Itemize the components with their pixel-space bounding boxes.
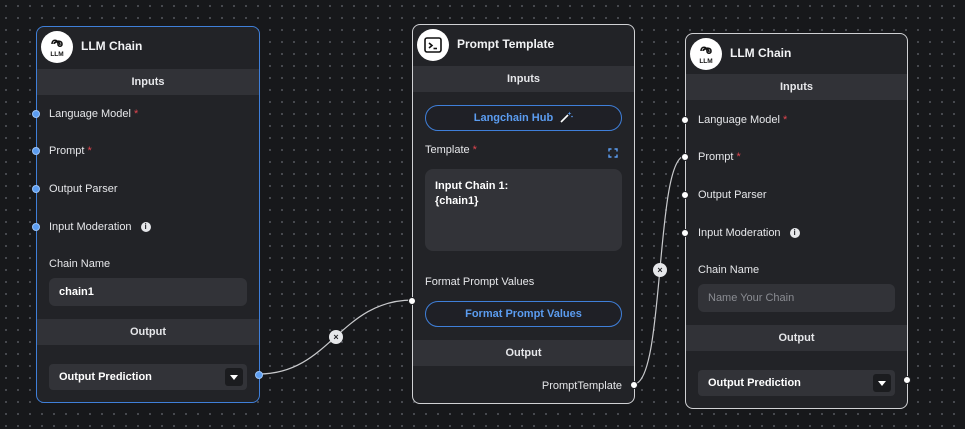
node-title: LLM Chain bbox=[81, 39, 143, 53]
format-prompt-values-label: Format Prompt Values bbox=[425, 276, 535, 288]
chain-name-label: Chain Name bbox=[698, 264, 760, 276]
llm-chain-node-2[interactable]: LLM LLM Chain Inputs Language Model* Pro… bbox=[681, 33, 911, 409]
chevron-down-icon[interactable] bbox=[225, 368, 243, 386]
format-prompt-values-handle[interactable] bbox=[408, 297, 416, 305]
language-model-handle[interactable] bbox=[32, 110, 40, 118]
node-header: Prompt Template bbox=[413, 25, 634, 65]
param-prompt: Prompt* bbox=[49, 145, 92, 157]
llm-chain-icon: LLM bbox=[41, 31, 73, 63]
input-moderation-handle[interactable] bbox=[681, 229, 689, 237]
edge-delete-button[interactable]: × bbox=[653, 263, 667, 277]
prompt-template-node[interactable]: Prompt Template Inputs Langchain Hub Tem… bbox=[408, 24, 638, 404]
language-model-handle[interactable] bbox=[681, 116, 689, 124]
param-language-model: Language Model* bbox=[698, 114, 788, 126]
param-output-parser: Output Parser bbox=[49, 183, 118, 195]
output-select-value: Output Prediction bbox=[59, 371, 152, 383]
prompt-handle[interactable] bbox=[681, 153, 689, 161]
node-header: LLM LLM Chain bbox=[37, 27, 259, 67]
node-title: Prompt Template bbox=[457, 37, 555, 51]
output-section: Output bbox=[686, 325, 907, 351]
chain-name-input[interactable]: Name Your Chain bbox=[698, 284, 895, 312]
terminal-icon bbox=[417, 29, 449, 61]
output-parser-handle[interactable] bbox=[681, 191, 689, 199]
langchain-hub-button[interactable]: Langchain Hub bbox=[425, 105, 622, 131]
chevron-down-icon[interactable] bbox=[873, 374, 891, 392]
chain-name-label: Chain Name bbox=[49, 258, 111, 270]
param-prompt: Prompt* bbox=[698, 151, 741, 163]
svg-text:LLM: LLM bbox=[699, 58, 712, 65]
input-moderation-handle[interactable] bbox=[32, 223, 40, 231]
info-icon[interactable]: i bbox=[789, 228, 800, 238]
llm-chain-node-1[interactable]: LLM LLM Chain Inputs Language Model* Pro… bbox=[32, 26, 263, 403]
expand-icon[interactable] bbox=[608, 148, 618, 158]
output-parser-handle[interactable] bbox=[32, 185, 40, 193]
prompttemplate-output-handle[interactable] bbox=[630, 381, 638, 389]
output-section: Output bbox=[37, 319, 259, 345]
magic-wand-icon bbox=[560, 111, 574, 123]
inputs-section: Inputs bbox=[686, 74, 907, 100]
edge-delete-button[interactable]: × bbox=[329, 330, 343, 344]
template-label: Template* bbox=[425, 144, 477, 156]
output-prompttemplate-label: PromptTemplate bbox=[541, 380, 622, 392]
llm-chain-icon: LLM bbox=[690, 38, 722, 70]
output-select[interactable]: Output Prediction bbox=[49, 364, 247, 390]
inputs-section: Inputs bbox=[37, 69, 259, 95]
param-output-parser: Output Parser bbox=[698, 189, 767, 201]
svg-text:LLM: LLM bbox=[50, 51, 63, 58]
output-section: Output bbox=[413, 340, 634, 366]
info-icon[interactable]: i bbox=[140, 222, 151, 232]
node-title: LLM Chain bbox=[730, 46, 792, 60]
output-select[interactable]: Output Prediction bbox=[698, 370, 895, 396]
output-select-value: Output Prediction bbox=[708, 377, 801, 389]
chain-name-input[interactable]: chain1 bbox=[49, 278, 247, 306]
prompt-handle[interactable] bbox=[32, 147, 40, 155]
output-prediction-handle[interactable] bbox=[903, 376, 911, 384]
format-prompt-values-button[interactable]: Format Prompt Values bbox=[425, 301, 622, 327]
template-textarea[interactable]: Input Chain 1: {chain1} bbox=[425, 169, 622, 251]
output-prediction-handle[interactable] bbox=[255, 371, 263, 379]
param-language-model: Language Model* bbox=[49, 108, 139, 120]
node-header: LLM LLM Chain bbox=[686, 34, 907, 74]
inputs-section: Inputs bbox=[413, 66, 634, 92]
